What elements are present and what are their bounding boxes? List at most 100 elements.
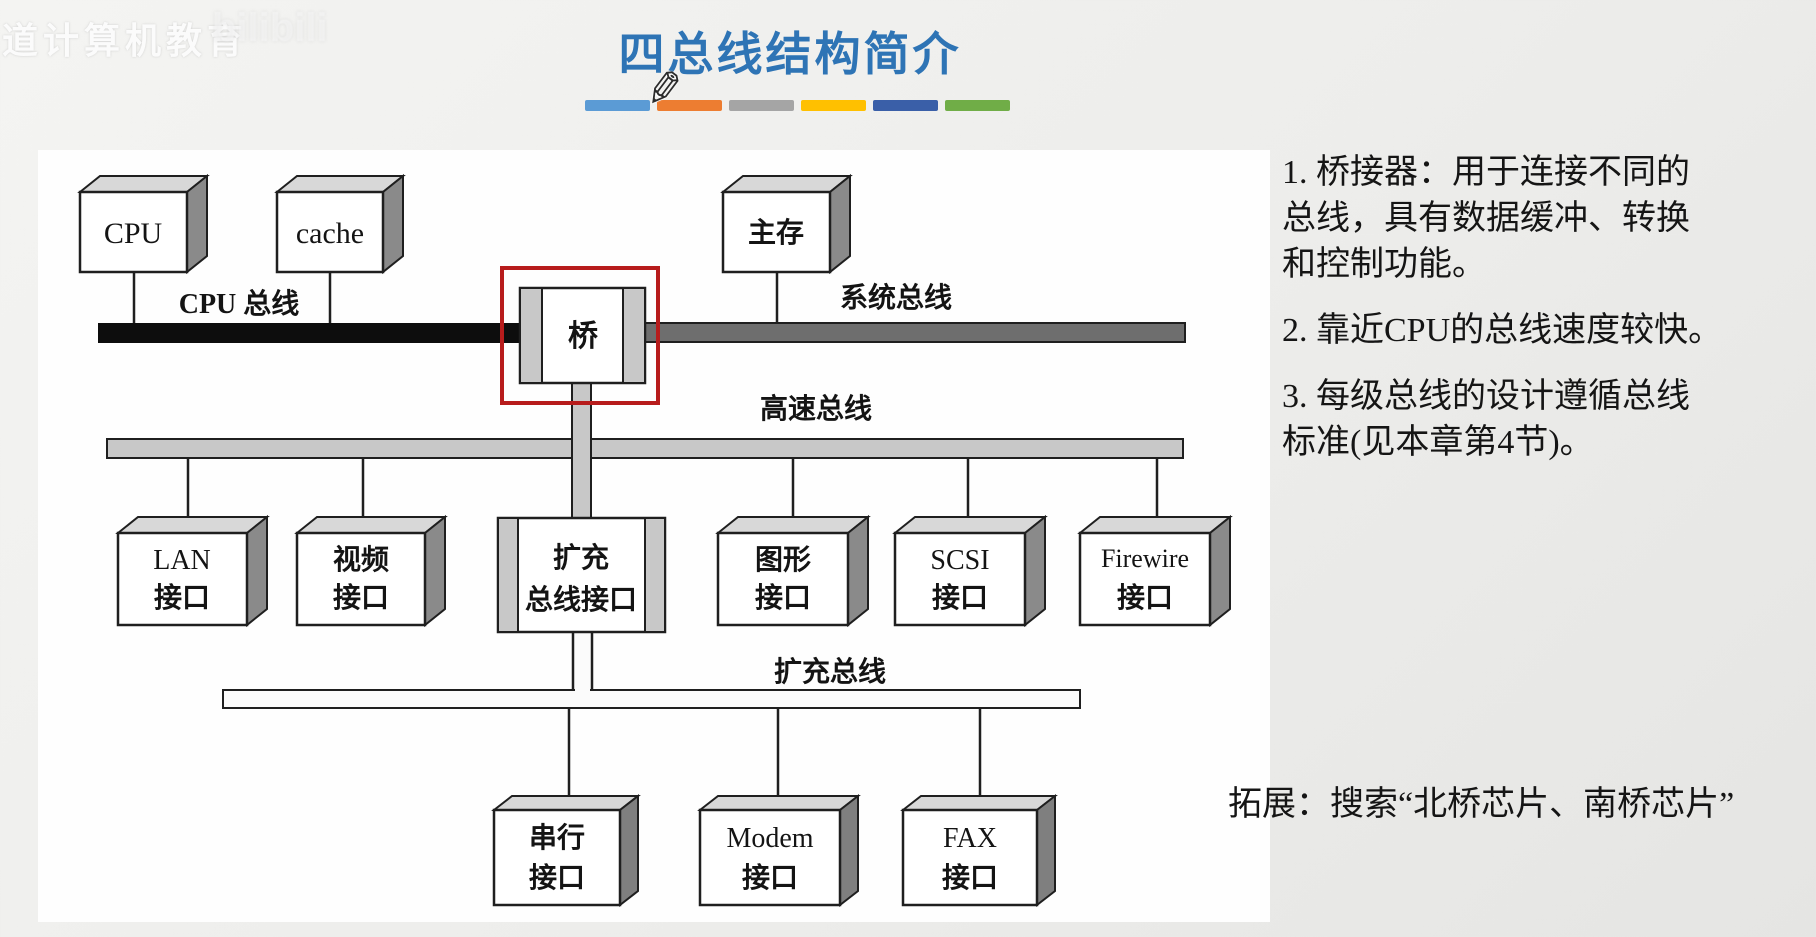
note-line: 3. 每级总线的设计遵循总线	[1282, 378, 1690, 415]
box-side-face	[829, 173, 851, 275]
title-underline-bar	[729, 100, 794, 111]
pen-icon: ✎	[641, 61, 687, 118]
box-top-face	[720, 175, 853, 193]
diagram-panel: CPU cache 主存 桥	[38, 150, 1270, 922]
firewire-interface-box: Firewire 接口	[1077, 514, 1233, 628]
box-side-face	[1024, 514, 1046, 628]
box-top-face	[77, 175, 210, 193]
modem-label-line1: Modem	[726, 823, 813, 854]
cache-label: cache	[296, 217, 364, 250]
bridge-label: 桥	[568, 320, 598, 353]
title-underline-bar	[801, 100, 866, 111]
box-side-face	[619, 793, 639, 908]
scsi-label-line2: 接口	[932, 582, 988, 614]
scsi-interface-box: SCSI 接口	[892, 514, 1048, 628]
box-side-face	[186, 173, 208, 275]
cpu-bus-label: CPU 总线	[179, 288, 300, 320]
serial-label-line1: 串行	[529, 821, 585, 854]
bilibili-logo-watermark: bilibili	[212, 6, 328, 50]
firewire-label-line2: 接口	[1117, 582, 1173, 614]
expansion-interface-label-line2: 总线接口	[525, 584, 637, 616]
lan-label-line1: LAN	[153, 545, 211, 576]
box-top-face	[274, 175, 406, 193]
cache-box: cache	[274, 173, 406, 275]
box-front-face	[1078, 531, 1212, 627]
expansion-link-fill	[575, 632, 590, 692]
box-top-face	[892, 516, 1048, 534]
box-front-face	[893, 531, 1027, 627]
expansion-bus-bar	[222, 689, 1081, 709]
fax-label-line2: 接口	[942, 862, 998, 894]
bridge-left-port	[519, 287, 543, 384]
scsi-label-line1: SCSI	[930, 545, 989, 576]
system-bus-label: 系统总线	[840, 281, 952, 314]
box-front-face	[275, 190, 385, 274]
box-front-face	[116, 531, 249, 627]
serial-label-line2: 接口	[529, 862, 585, 894]
box-left-port	[497, 517, 519, 633]
cpu-label: CPU	[104, 217, 163, 250]
note-line: 和控制功能。	[1282, 246, 1486, 283]
extension-note: 拓展：搜索“北桥芯片、南桥芯片”	[1228, 786, 1735, 823]
graphics-label-line2: 接口	[755, 582, 811, 614]
highspeed-bus-bar	[106, 438, 1184, 459]
highspeed-bus-label: 高速总线	[760, 393, 872, 425]
expansion-bus-label: 扩充总线	[774, 655, 886, 688]
brand-watermark: 道计算机教育	[2, 20, 249, 61]
box-side-face	[847, 514, 869, 628]
system-bus-bar	[644, 322, 1186, 343]
note-item-3: 3. 每级总线的设计遵循总线 标准(见本章第4节)。	[1282, 374, 1816, 466]
box-side-face	[839, 793, 859, 908]
notes-column: 1. 桥接器：用于连接不同的 总线，具有数据缓冲、转换 和控制功能。 2. 靠近…	[1282, 150, 1816, 486]
modem-label-line2: 接口	[742, 862, 798, 894]
expansion-bus-interface-box: 扩充 总线接口	[496, 516, 667, 634]
video-label-line2: 接口	[333, 582, 389, 614]
lan-label-line2: 接口	[154, 582, 210, 614]
box-top-face	[697, 795, 861, 811]
box-front-face	[901, 808, 1039, 907]
note-item-1: 1. 桥接器：用于连接不同的 总线，具有数据缓冲、转换 和控制功能。	[1282, 150, 1816, 288]
bus-architecture-diagram: CPU cache 主存 桥	[77, 173, 1233, 908]
note-line: 标准(见本章第4节)。	[1282, 424, 1594, 461]
box-front-face	[721, 190, 832, 274]
title-underline-bar	[945, 100, 1010, 111]
lan-interface-box: LAN 接口	[115, 514, 270, 628]
graphics-interface-box: 图形 接口	[715, 514, 871, 628]
note-item-2: 2. 靠近CPU的总线速度较快。	[1282, 308, 1816, 354]
box-right-port	[644, 517, 666, 633]
main-memory-box: 主存	[720, 173, 853, 275]
box-top-face	[715, 516, 871, 534]
box-side-face	[246, 514, 268, 628]
bridge-box: 桥	[518, 286, 647, 385]
box-top-face	[900, 795, 1058, 811]
box-body	[496, 516, 667, 634]
graphics-label-line1: 图形	[755, 544, 811, 576]
title-underline-bar	[873, 100, 938, 111]
fax-interface-box: FAX 接口	[900, 793, 1058, 908]
box-side-face	[1209, 514, 1231, 628]
box-top-face	[294, 516, 448, 534]
note-line: 总线，具有数据缓冲、转换	[1282, 200, 1690, 237]
video-interface-box: 视频 接口	[294, 514, 448, 628]
title-underline-bar	[657, 100, 722, 111]
expansion-interface-label-line1: 扩充	[553, 541, 609, 574]
note-line: 2. 靠近CPU的总线速度较快。	[1282, 312, 1723, 349]
box-top-face	[491, 795, 641, 811]
title-underline-bar	[585, 100, 650, 111]
cpu-bus-bar	[98, 323, 525, 343]
video-label-line1: 视频	[333, 544, 389, 576]
bridge-right-port	[622, 287, 646, 384]
box-front-face	[78, 190, 189, 274]
fax-label-line1: FAX	[943, 823, 997, 854]
box-side-face	[1036, 793, 1056, 908]
bridge-highlight-rect	[500, 266, 660, 405]
box-top-face	[115, 516, 270, 534]
modem-interface-box: Modem 接口	[697, 793, 861, 908]
title-underline	[585, 100, 1010, 111]
box-front-face	[716, 531, 850, 627]
box-side-face	[424, 514, 446, 628]
note-line: 1. 桥接器：用于连接不同的	[1282, 154, 1690, 191]
box-top-face	[1077, 516, 1233, 534]
firewire-label-line1: Firewire	[1101, 544, 1189, 573]
